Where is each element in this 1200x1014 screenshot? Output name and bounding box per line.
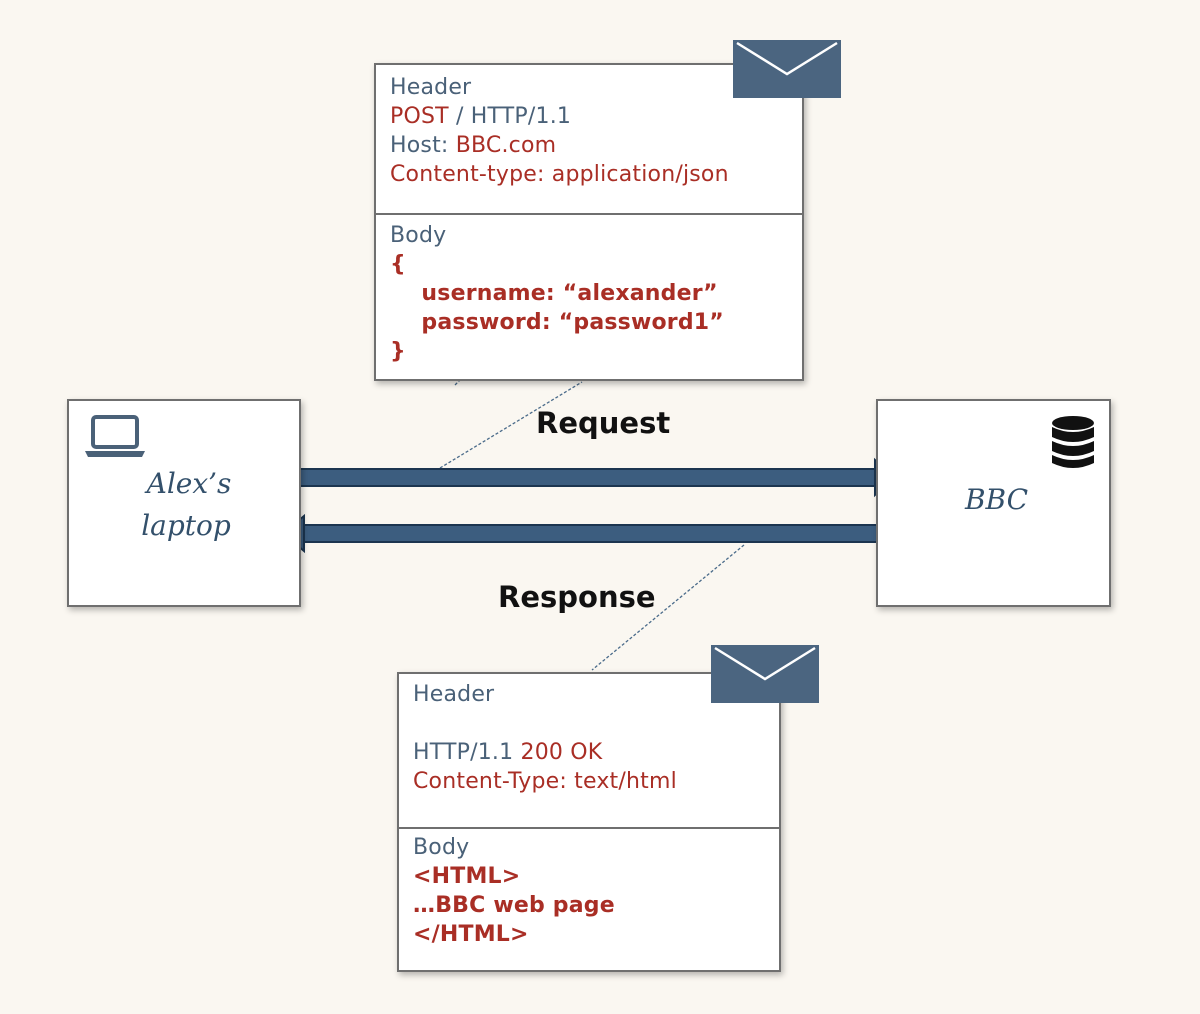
database-icon bbox=[1052, 416, 1094, 468]
response-content-type: Content-Type: text/html bbox=[413, 769, 677, 794]
response-header-title: Header bbox=[413, 682, 495, 707]
request-envelope-icon bbox=[733, 40, 841, 98]
request-content-type: Content-type: application/json bbox=[390, 162, 729, 187]
response-envelope-icon bbox=[711, 645, 819, 703]
response-body-section: Body <HTML> …BBC web page </HTML> bbox=[399, 827, 779, 970]
response-body-html-open: <HTML> bbox=[413, 864, 521, 889]
request-host-value: BBC.com bbox=[455, 133, 557, 158]
response-callout-line bbox=[591, 544, 745, 671]
response-body-title: Body bbox=[413, 835, 470, 860]
client-label-line-2: laptop bbox=[141, 509, 231, 542]
response-arrow bbox=[281, 513, 894, 554]
request-message-card: Header POST / HTTP/1.1 Host: BBC.com Con… bbox=[374, 63, 804, 381]
client-label-line-1: Alex’s bbox=[146, 467, 232, 500]
response-status-code: 200 OK bbox=[520, 740, 603, 765]
server-label: BBC bbox=[964, 483, 1029, 516]
response-message-card: Header HTTP/1.1 200 OK Content-Type: tex… bbox=[397, 672, 781, 972]
request-body-username: username: “alexander” bbox=[390, 281, 718, 306]
request-body-close: } bbox=[390, 339, 406, 364]
request-arrow bbox=[281, 457, 896, 498]
response-header-section: Header HTTP/1.1 200 OK Content-Type: tex… bbox=[399, 674, 779, 827]
request-body-title: Body bbox=[390, 223, 447, 248]
request-body-open: { bbox=[390, 252, 406, 277]
response-status-version: HTTP/1.1 bbox=[413, 740, 521, 765]
response-status-line: HTTP/1.1 200 OK bbox=[413, 738, 602, 767]
request-header-section: Header POST / HTTP/1.1 Host: BBC.com Con… bbox=[376, 65, 802, 213]
server-node: BBC bbox=[876, 399, 1111, 607]
response-body-html-close: </HTML> bbox=[413, 922, 529, 947]
request-method: POST bbox=[390, 104, 449, 129]
client-node: Alex’s laptop bbox=[67, 399, 301, 607]
request-body-password: password: “password1” bbox=[390, 310, 724, 335]
request-host-label: Host: bbox=[390, 133, 456, 158]
laptop-icon bbox=[85, 415, 145, 457]
request-host-line: Host: BBC.com bbox=[390, 131, 556, 160]
request-label: Request bbox=[536, 406, 671, 440]
request-callout-line bbox=[439, 381, 583, 469]
response-label: Response bbox=[498, 580, 656, 614]
request-line: POST / HTTP/1.1 bbox=[390, 102, 571, 131]
response-body-content: …BBC web page bbox=[413, 893, 615, 918]
request-header-title: Header bbox=[390, 75, 472, 100]
request-path-version: / HTTP/1.1 bbox=[448, 104, 572, 129]
request-body-section: Body { username: “alexander” password: “… bbox=[376, 213, 802, 379]
